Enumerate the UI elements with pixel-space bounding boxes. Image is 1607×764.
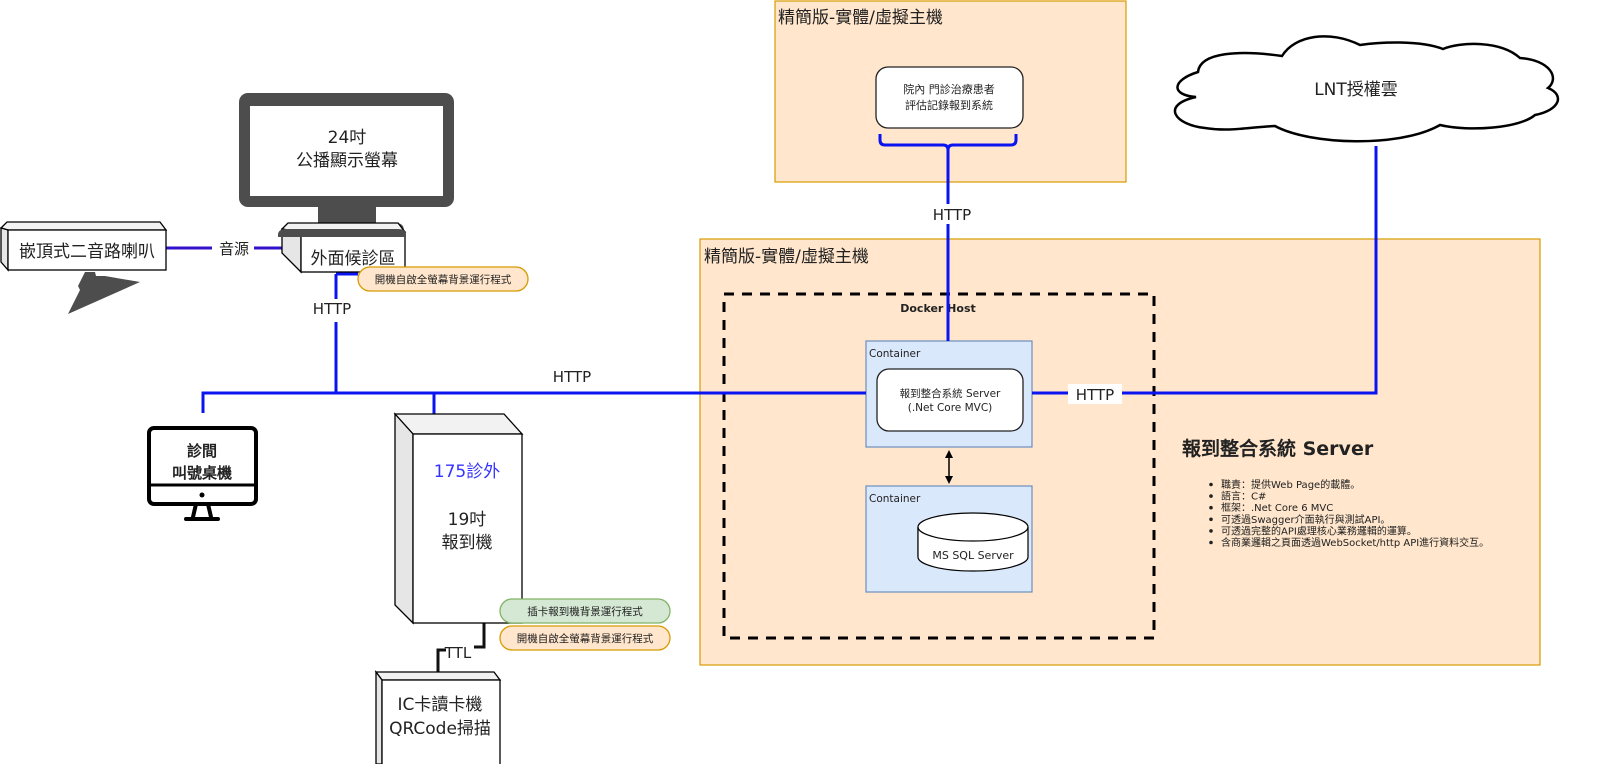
kiosk-autostart-note <box>499 625 671 651</box>
main-host-box <box>699 238 1541 666</box>
desktop-line1: 診間 <box>187 442 217 460</box>
waiting-autostart-note <box>357 266 529 292</box>
docker-host-box <box>722 292 1156 640</box>
monitor-line2: 公播顯示螢幕 <box>296 151 398 171</box>
bullet-dot <box>1209 482 1213 487</box>
wires: HTTP HTTP HTTP HTTP 音源 TTL <box>166 146 1378 672</box>
kiosk-box <box>412 433 523 624</box>
docker-host-label: Docker Host <box>900 302 976 315</box>
server-info-bullet: 語言：C# <box>1221 490 1266 503</box>
http-label-cloud: HTTP <box>1076 386 1114 404</box>
wire-ttl-upper <box>474 623 486 649</box>
main-host-title: 精簡版-實體/虛擬主機 <box>704 247 869 267</box>
checkin-server-card[interactable] <box>876 368 1024 432</box>
waiting-area-label: 外面候診區 <box>311 249 396 269</box>
http-label-bus: HTTP <box>553 368 591 386</box>
arrow-down-icon <box>945 476 953 484</box>
http-label-top: HTTP <box>933 206 971 224</box>
checkin-server-line1: 報到整合系統 Server <box>900 387 1001 400</box>
kiosk-accent: 175診外 <box>434 462 500 482</box>
container-app-label: Container <box>869 348 921 360</box>
server-info-bullet: 含商業邏輯之頁面透過WebSocket/http API進行資料交互。 <box>1221 536 1489 549</box>
hospital-checkin-app-card[interactable] <box>875 66 1024 129</box>
server-info-bullet: 職責：提供Web Page的載體。 <box>1221 478 1360 491</box>
hospital-checkin-app-line2: 評估記錄報到系統 <box>905 98 993 112</box>
db-label: MS SQL Server <box>932 549 1014 562</box>
kiosk-group[interactable]: 175診外 19吋 報到機 <box>393 412 524 625</box>
server-info-heading: 報到整合系統 Server <box>1182 437 1374 460</box>
bullet-dot <box>1209 540 1213 545</box>
server-info-bullet: 可透過完整的API處理核心業務邏輯的運算。 <box>1221 524 1417 537</box>
server-info-bullet: 可透過Swagger介面執行與測試API。 <box>1221 513 1390 526</box>
wire-cloud-http <box>1032 146 1378 395</box>
container-db-label: Container <box>869 493 921 505</box>
speaker-box <box>7 229 167 271</box>
kiosk-autostart-note-text: 開機自啟全螢幕背景運行程式 <box>517 632 654 645</box>
wire-ttl-lower <box>436 648 446 672</box>
kiosk-line2: 報到機 <box>442 533 493 553</box>
bullet-dot <box>1209 494 1213 498</box>
kiosk-card-note <box>499 598 671 624</box>
audio-label: 音源 <box>219 240 249 258</box>
hospital-checkin-app-line1: 院內 門診治療患者 <box>903 82 995 96</box>
desktop-line2: 叫號桌機 <box>172 464 232 482</box>
waiting-autostart-text: 開機自啟全螢幕背景運行程式 <box>375 273 512 286</box>
waiting-area-group[interactable]: 外面候診區 <box>278 222 407 274</box>
bullet-dot <box>1209 517 1213 522</box>
public-monitor-group[interactable]: 24吋 公播顯示螢幕 <box>239 93 454 235</box>
clinic-desktop-group[interactable]: 診間 叫號桌機 <box>147 426 258 521</box>
top-host-group: 精簡版-實體/虛擬主機 院內 門診治療患者 評估記錄報到系統 <box>774 0 1127 183</box>
cloud-label: LNT授權雲 <box>1314 80 1398 100</box>
top-host-title: 精簡版-實體/虛擬主機 <box>778 8 943 28</box>
speaker-label: 嵌頂式二音路喇叭 <box>19 242 155 262</box>
monitor-line1: 24吋 <box>328 128 367 148</box>
server-info-bullet: 框架：.Net Core 6 MVC <box>1221 501 1333 514</box>
bullet-dot <box>1209 505 1213 510</box>
speaker-icon <box>68 272 140 314</box>
lnt-cloud-group[interactable]: LNT授權雲 <box>1173 35 1560 143</box>
arrow-up-icon <box>945 450 953 458</box>
kiosk-line1: 19吋 <box>448 510 487 530</box>
http-label-waiting: HTTP <box>313 300 351 318</box>
wire-http-bus <box>201 391 866 413</box>
ttl-label: TTL <box>444 644 472 662</box>
cloud-icon <box>1173 35 1560 143</box>
checkin-server-line2: (.Net Core MVC) <box>908 402 993 414</box>
reader-line1: IC卡讀卡機 <box>398 695 483 715</box>
card-reader-box <box>381 679 501 764</box>
main-host-group: 精簡版-實體/虛擬主機 Docker Host Container 報到整合系統… <box>699 238 1541 666</box>
reader-line2: QRCode掃描 <box>389 719 491 739</box>
card-reader-group[interactable]: IC卡讀卡機 QRCode掃描 <box>374 670 502 764</box>
speaker-group[interactable]: 嵌頂式二音路喇叭 <box>0 221 168 314</box>
database-icon <box>917 512 1029 572</box>
kiosk-card-note-text: 插卡報到機背景運行程式 <box>527 605 643 618</box>
server-info-bullets: 職責：提供Web Page的載體。語言：C#框架：.Net Core 6 MVC… <box>1209 478 1489 549</box>
bullet-dot <box>1209 529 1213 533</box>
